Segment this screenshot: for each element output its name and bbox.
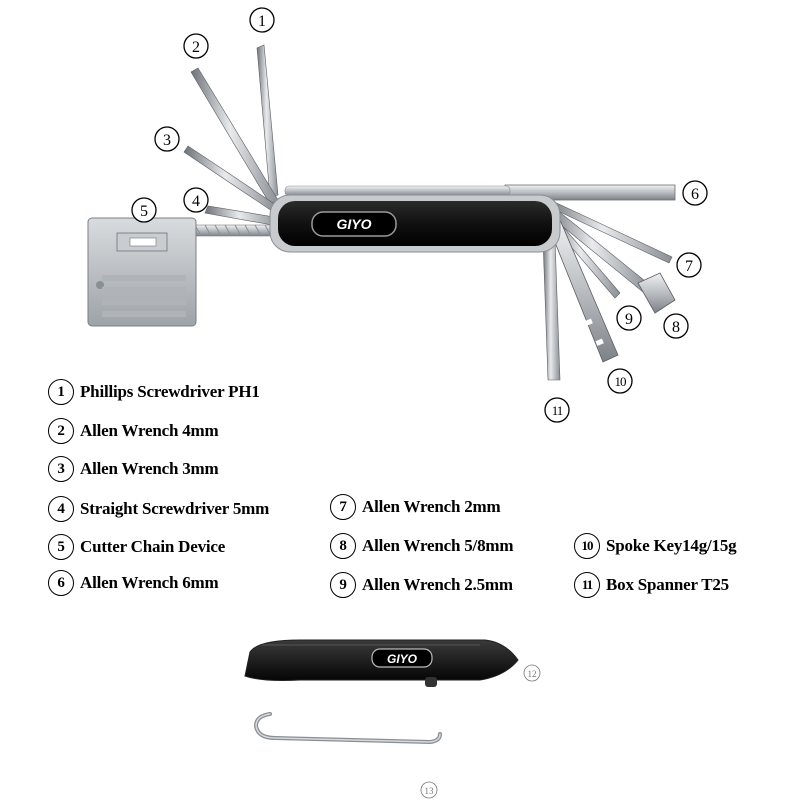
tool-1-phillips-screwdriver [256,44,279,198]
callout-label-5: 5 [140,203,148,220]
callout-circle-3 [154,126,180,152]
legend-item-9: 9 Allen Wrench 2.5mm [330,572,513,598]
tool-8-allen-5-8mm [544,205,676,314]
callout-label-6: 6 [691,186,699,203]
callout-label-2: 2 [192,39,200,56]
legend-num-2: 2 [48,418,74,444]
brand-logo: GIYO [336,216,371,232]
tool-5-chain-cutter [87,217,296,327]
legend-text-2: Allen Wrench 4mm [80,421,219,440]
legend-item-6: 6 Allen Wrench 6mm [48,570,219,596]
legend-text-11: Box Spanner T25 [606,575,729,594]
callout-group: 1 2 3 4 5 6 7 8 9 10 11 [131,7,708,423]
legend-item-5: 5 Cutter Chain Device [48,534,225,560]
legend-num-6: 6 [48,570,74,596]
lever-callout-label: 12 [528,669,537,679]
callout-label-10: 10 [615,374,627,389]
legend-item-2: 2 Allen Wrench 4mm [48,418,219,444]
lever-brand-logo: GIYO [387,652,418,666]
legend-text-1: Phillips Screwdriver PH1 [80,382,260,401]
callout-label-8: 8 [672,319,680,336]
legend-item-3: 3 Allen Wrench 3mm [48,456,219,482]
legend-num-11: 11 [574,572,600,598]
legend-num-7: 7 [330,494,356,520]
callout-circle-10 [607,368,633,394]
hook-callout: 13 [420,781,438,799]
legend-text-9: Allen Wrench 2.5mm [362,575,513,594]
callout-circle-6 [682,180,708,206]
tire-lever: GIYO [244,639,519,687]
legend-num-10: 10 [574,533,600,559]
legend-item-1: 1 Phillips Screwdriver PH1 [48,379,260,405]
legend-num-5: 5 [48,534,74,560]
legend-item-11: 11 Box Spanner T25 [574,572,729,598]
callout-label-7: 7 [685,258,693,275]
callout-circle-4 [183,187,209,213]
tool-body: GIYO [269,194,561,253]
callout-label-9: 9 [625,311,633,328]
callout-circle-2 [183,33,209,59]
callout-circle-5 [131,197,157,223]
legend-num-8: 8 [330,533,356,559]
callout-circle-1 [249,7,275,33]
lever-callout: 12 [523,664,541,682]
legend-text-3: Allen Wrench 3mm [80,459,219,478]
legend-text-7: Allen Wrench 2mm [362,497,501,516]
callout-circle-9 [616,305,642,331]
legend-num-1: 1 [48,379,74,405]
legend-num-3: 3 [48,456,74,482]
legend-text-6: Allen Wrench 6mm [80,573,219,592]
legend-item-4: 4 Straight Screwdriver 5mm [48,496,269,522]
legend-text-5: Cutter Chain Device [80,537,226,556]
spoke-hook [253,712,442,745]
legend-item-10: 10 Spoke Key14g/15g [574,533,737,559]
legend-text-10: Spoke Key14g/15g [606,536,737,555]
callout-label-3: 3 [163,132,171,149]
callout-label-1: 1 [258,13,266,30]
callout-circle-7 [676,252,702,278]
legend-text-8: Allen Wrench 5/8mm [362,536,514,555]
legend-item-8: 8 Allen Wrench 5/8mm [330,533,513,559]
legend-num-4: 4 [48,496,74,522]
legend-item-7: 7 Allen Wrench 2mm [330,494,501,520]
tool-11-box-spanner [542,239,561,381]
callout-label-11: 11 [552,403,563,418]
legend-text-4: Straight Screwdriver 5mm [80,499,270,518]
legend-num-9: 9 [330,572,356,598]
callout-label-4: 4 [192,193,200,210]
callout-circle-8 [663,313,689,339]
hook-callout-label: 13 [425,786,435,796]
callout-circle-11 [544,397,570,423]
